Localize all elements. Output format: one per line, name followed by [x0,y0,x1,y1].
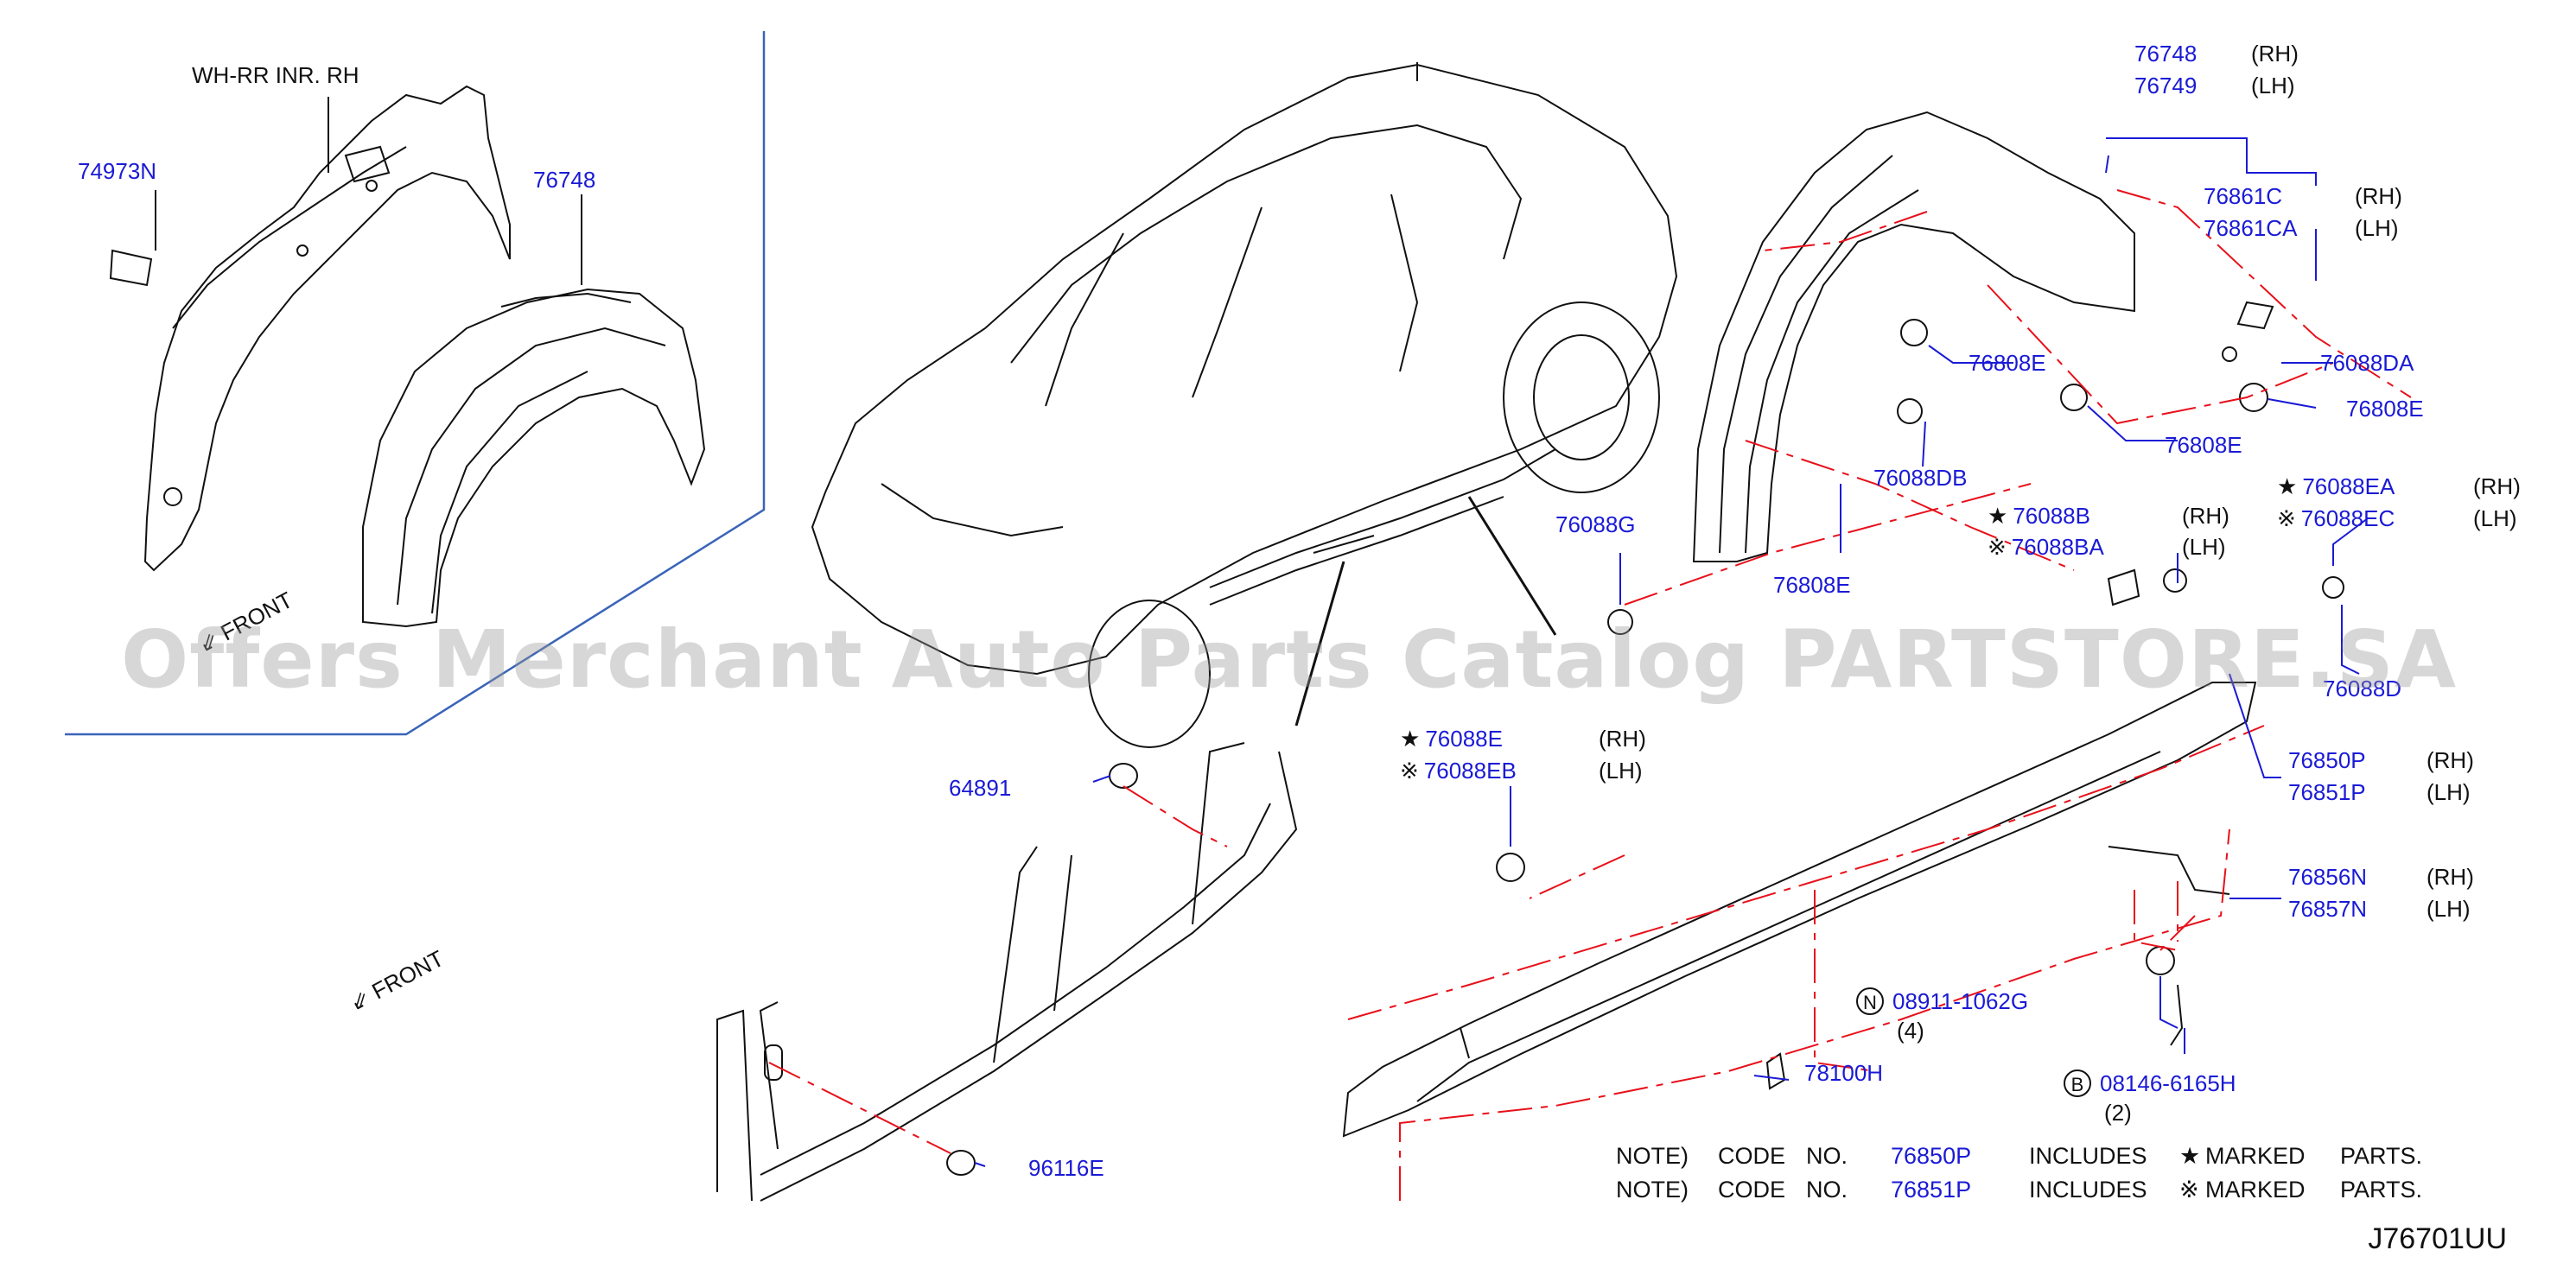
part-label-76861ca[interactable]: 76861CA [2204,215,2298,241]
fender-liner-left [362,288,706,628]
note-line-2: NOTE) CODE NO. 76851P INCLUDES ※ MARKED … [1616,1176,2480,1203]
side-rh: (RH) [2355,183,2402,209]
note-ref-mark: ※ [2179,1177,2199,1203]
note-star-mark: ★ [2179,1143,2201,1169]
watermark: Offers Merchant Auto Parts Catalog PARTS… [121,613,2458,706]
part-number: 76088EA [2302,473,2395,499]
part-label-76088eb[interactable]: ※76088EB [1400,758,1517,784]
side-lh: (LH) [2427,896,2471,922]
part-label-76088g[interactable]: 76088G [1555,511,1636,537]
note-part-number[interactable]: 76850P [1891,1143,1972,1169]
side-lh: (LH) [2355,215,2399,241]
part-label-76808e-c[interactable]: 76808E [2165,432,2242,458]
part-number: 76088EC [2300,505,2395,531]
part-number: 08911-1062G [1892,988,2029,1014]
part-label-76856n[interactable]: 76856N [2288,864,2368,890]
note-line-1: NOTE) CODE NO. 76850P INCLUDES ★ MARKED … [1616,1142,2480,1170]
part-label-76748-left[interactable]: 76748 [533,167,596,193]
clip-74973n-shape [109,249,153,287]
side-rh: (RH) [2427,747,2474,773]
note-parts: PARTS. [2340,1177,2423,1203]
part-label-76857n[interactable]: 76857N [2288,896,2368,922]
bolt-symbol-icon: B [2064,1069,2091,1097]
nut-symbol-icon: N [1856,987,1884,1015]
note-marked: MARKED [2205,1177,2306,1203]
ref-mark: ※ [2277,505,2296,531]
ref-mark: ※ [1988,534,2007,560]
diagram-code: J76701UU [2368,1222,2507,1255]
part-label-76088da[interactable]: 76088DA [2320,350,2414,376]
part-number: 76088EB [1423,758,1517,784]
ref-mark: ※ [1400,758,1419,784]
part-label-64891[interactable]: 64891 [949,775,1012,801]
side-rh: (RH) [2251,41,2299,67]
part-label-08146-6165h[interactable]: B 08146-6165H [2064,1069,2236,1097]
side-lh: (LH) [1599,758,1643,784]
part-label-78100h[interactable]: 78100H [1804,1060,1884,1086]
part-number: 08146-6165H [2100,1070,2236,1096]
part-label-76851p[interactable]: 76851P [2288,779,2366,805]
note-includes: INCLUDES [2029,1177,2147,1203]
part-number: 76088E [1425,726,1503,752]
note-marked: MARKED [2205,1143,2306,1169]
part-label-08911-1062g[interactable]: N 08911-1062G [1856,987,2028,1015]
star-mark: ★ [1400,726,1421,752]
side-lh: (LH) [2473,505,2517,531]
part-label-76748[interactable]: 76748 [2134,41,2198,67]
side-lh: (LH) [2182,534,2226,560]
part-label-76850p[interactable]: 76850P [2288,747,2366,773]
part-label-76808e-a[interactable]: 76808E [1969,350,2046,376]
note-code: CODE [1718,1143,1786,1169]
side-sill-cover [1342,682,2257,1138]
quantity-08911: (4) [1897,1018,1924,1044]
grommet-64891-shape [1109,763,1138,789]
side-rh: (RH) [2182,503,2229,529]
part-label-76088d[interactable]: 76088D [2323,676,2402,701]
note-part-number[interactable]: 76851P [1891,1177,1972,1203]
part-label-76088ea[interactable]: ★76088EA [2277,473,2395,499]
note-no: NO. [1806,1143,1848,1169]
part-label-76088ec[interactable]: ※76088EC [2277,505,2395,531]
grommet-96116e-shape [946,1150,976,1176]
car-body [811,63,1678,676]
side-lh: (LH) [2427,779,2471,805]
note-prefix: NOTE) [1616,1143,1689,1169]
star-mark: ★ [1988,503,2008,529]
assembly-label: WH-RR INR. RH [192,62,359,88]
quantity-08146: (2) [2104,1100,2132,1126]
inset-frame [65,31,766,736]
part-label-96116e[interactable]: 96116E [1028,1155,1104,1181]
side-rh: (RH) [2427,864,2474,890]
part-label-76088ba[interactable]: ※76088BA [1988,534,2104,560]
part-label-76861c[interactable]: 76861C [2204,183,2283,209]
star-mark: ★ [2277,473,2298,499]
part-number: 76088B [2013,503,2090,529]
part-label-76088b[interactable]: ★76088B [1988,503,2090,529]
part-label-76808e-d[interactable]: 76808E [1773,572,1851,598]
part-label-74973n[interactable]: 74973N [78,158,157,184]
side-lh: (LH) [2251,73,2295,98]
part-label-76808e-b[interactable]: 76808E [2346,396,2424,422]
side-rh: (RH) [1599,726,1646,752]
body-side-panel [716,1009,753,1202]
note-no: NO. [1806,1177,1848,1203]
note-code: CODE [1718,1177,1786,1203]
note-prefix: NOTE) [1616,1177,1689,1203]
note-includes: INCLUDES [2029,1143,2147,1169]
part-label-76749[interactable]: 76749 [2134,73,2198,98]
part-label-76088e[interactable]: ★76088E [1400,726,1503,752]
note-parts: PARTS. [2340,1143,2423,1169]
part-label-76088db[interactable]: 76088DB [1873,465,1968,491]
part-number: 76088BA [2011,534,2104,560]
fender-liner-right [1692,111,2135,562]
side-rh: (RH) [2473,473,2521,499]
